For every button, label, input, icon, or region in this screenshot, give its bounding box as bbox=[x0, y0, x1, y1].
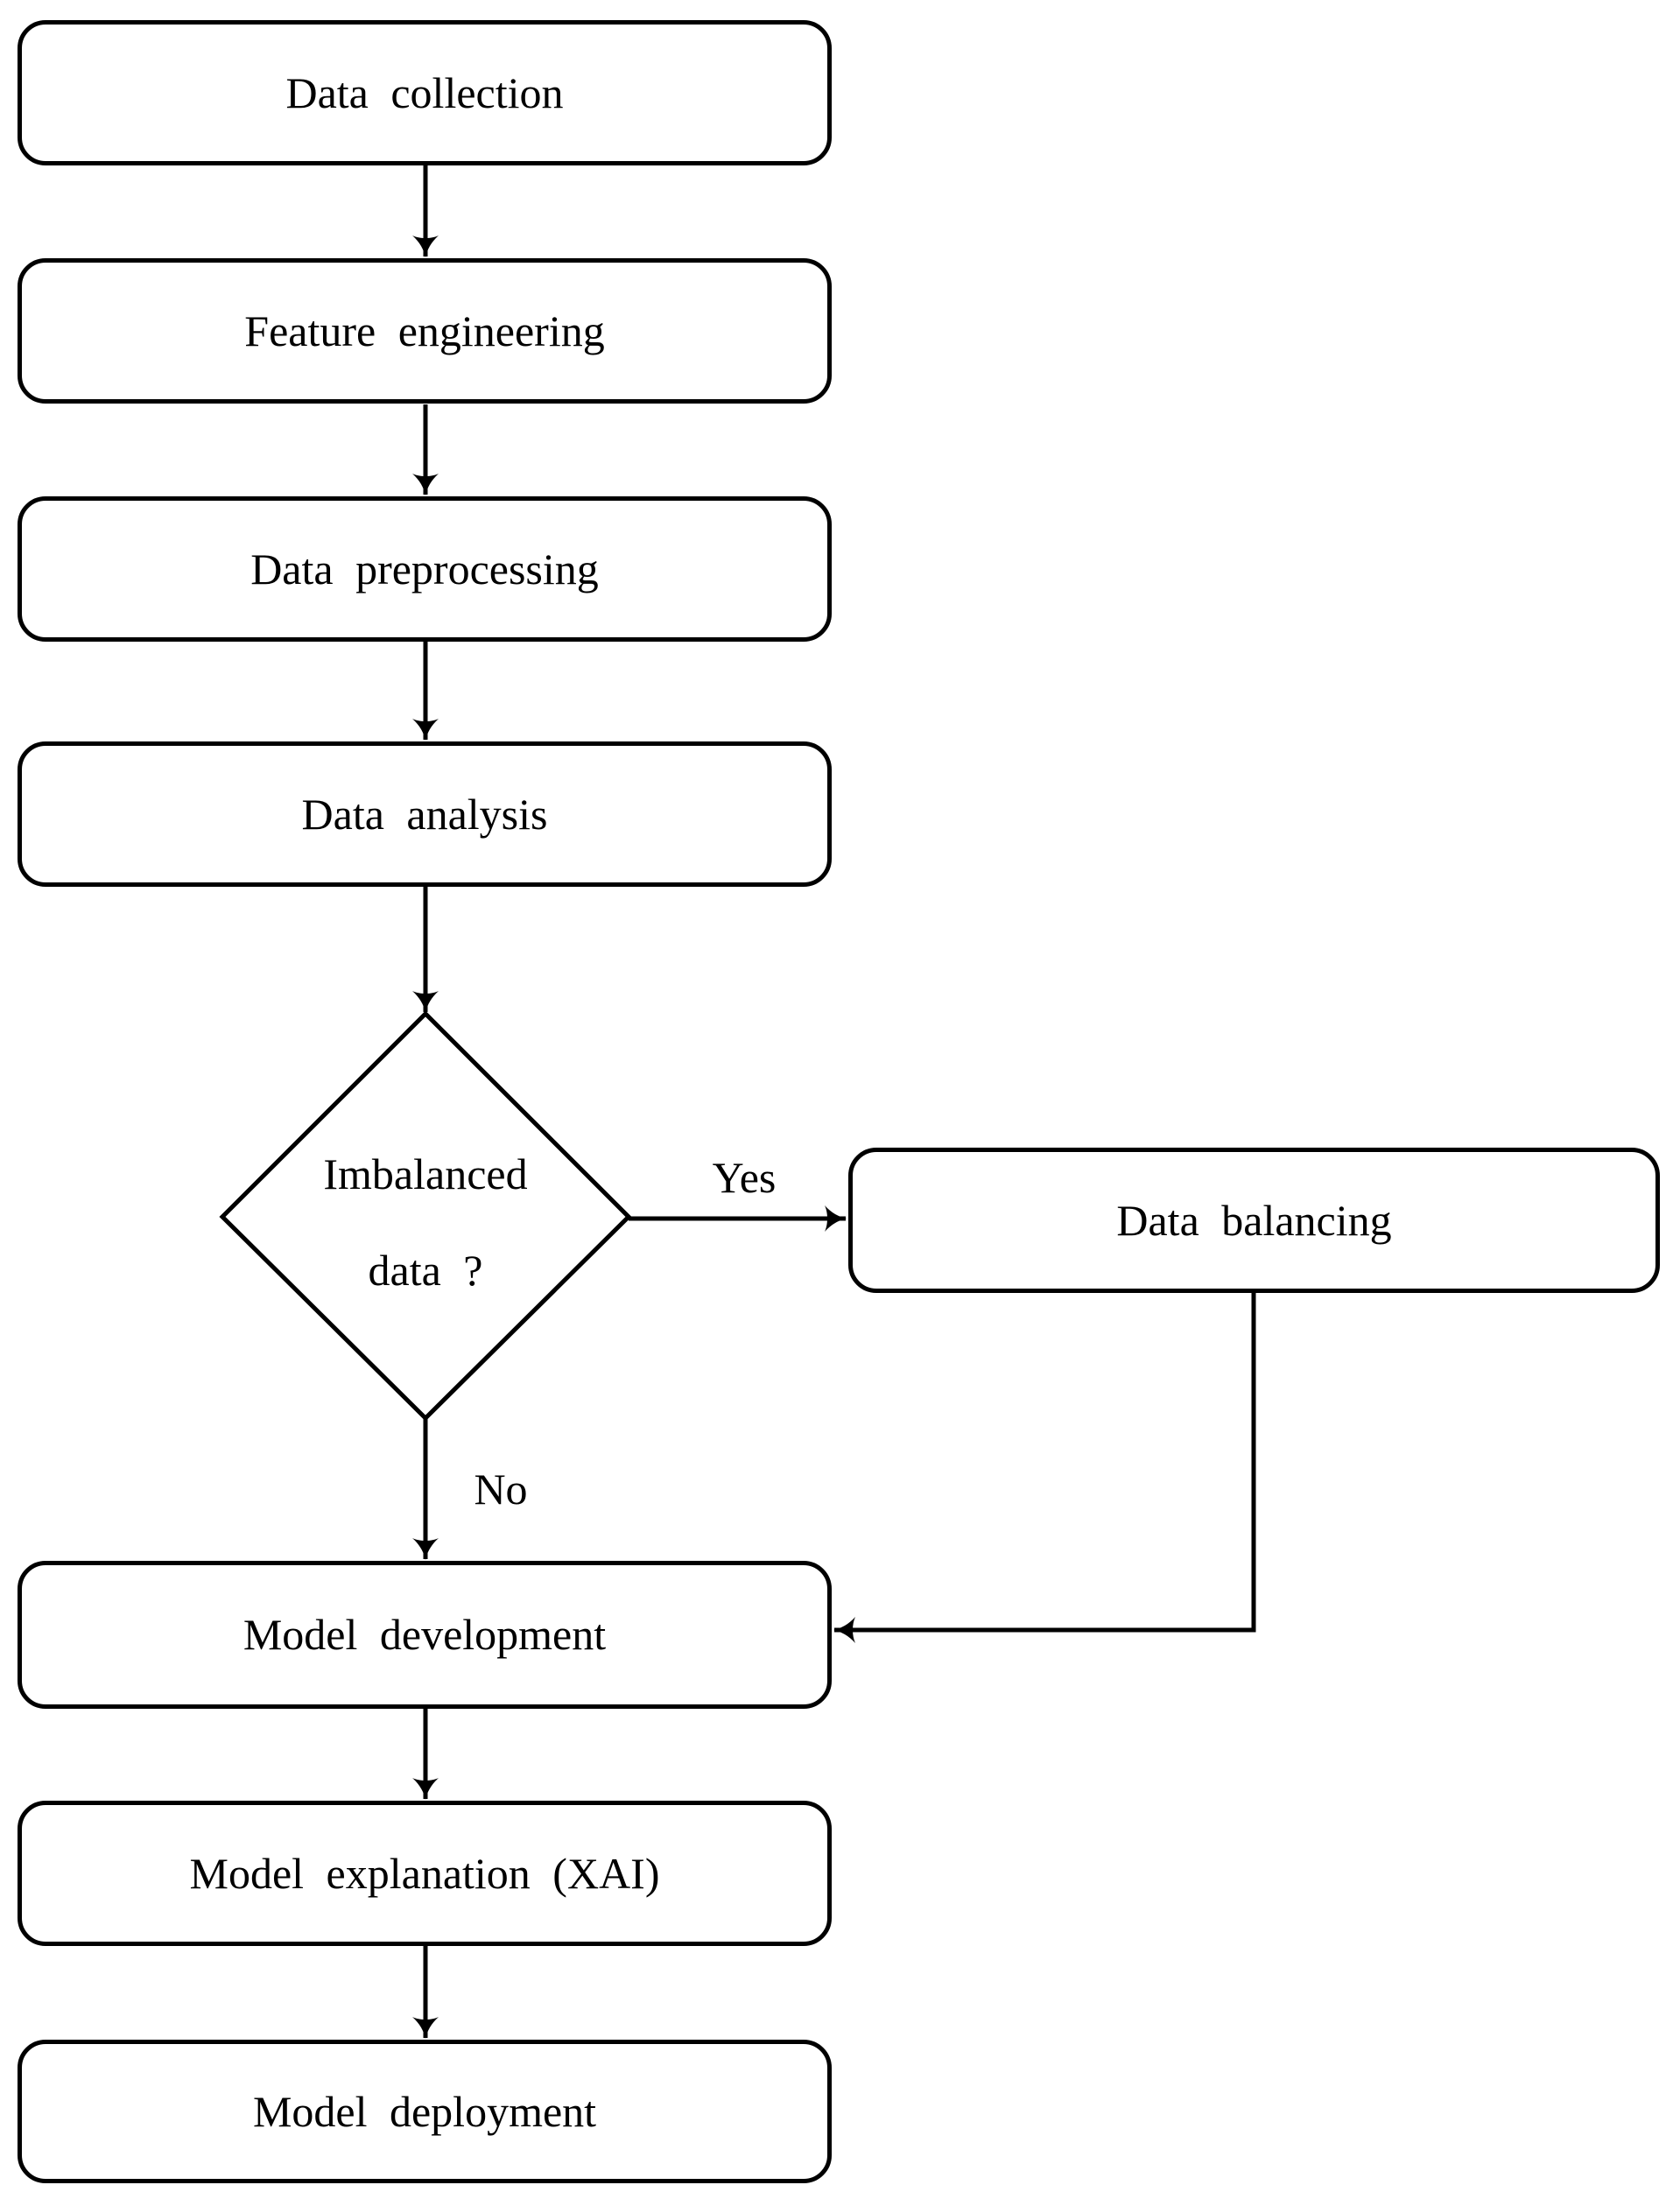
node-data-preprocessing: Data preprocessing bbox=[18, 496, 832, 642]
node-feature-engineering-label: Feature engineering bbox=[244, 306, 605, 355]
node-model-development-label: Model development bbox=[243, 1610, 607, 1659]
node-model-explanation-label: Model explanation (XAI) bbox=[189, 1848, 660, 1898]
edge-label-no: No bbox=[474, 1465, 528, 1514]
node-data-preprocessing-label: Data preprocessing bbox=[250, 544, 599, 594]
node-data-analysis-label: Data analysis bbox=[301, 789, 548, 839]
node-model-development: Model development bbox=[18, 1561, 832, 1709]
node-feature-engineering: Feature engineering bbox=[18, 258, 832, 404]
node-data-analysis: Data analysis bbox=[18, 741, 832, 887]
node-model-explanation: Model explanation (XAI) bbox=[18, 1801, 832, 1946]
node-data-balancing-label: Data balancing bbox=[1116, 1195, 1392, 1245]
node-model-deployment-label: Model deployment bbox=[252, 2086, 597, 2136]
decision-label: Imbalanced data ? bbox=[221, 1126, 630, 1318]
edge-balancing-to-development bbox=[833, 1292, 1256, 1643]
decision-label-line2: data ? bbox=[368, 1246, 483, 1295]
edge-label-yes: Yes bbox=[712, 1153, 777, 1202]
node-data-collection: Data collection bbox=[18, 20, 832, 165]
decision-label-line1: Imbalanced bbox=[323, 1149, 528, 1198]
node-model-deployment: Model deployment bbox=[18, 2040, 832, 2183]
decision-diamond bbox=[219, 1010, 632, 1422]
node-data-collection-label: Data collection bbox=[285, 67, 564, 117]
node-data-balancing: Data balancing bbox=[848, 1148, 1660, 1293]
